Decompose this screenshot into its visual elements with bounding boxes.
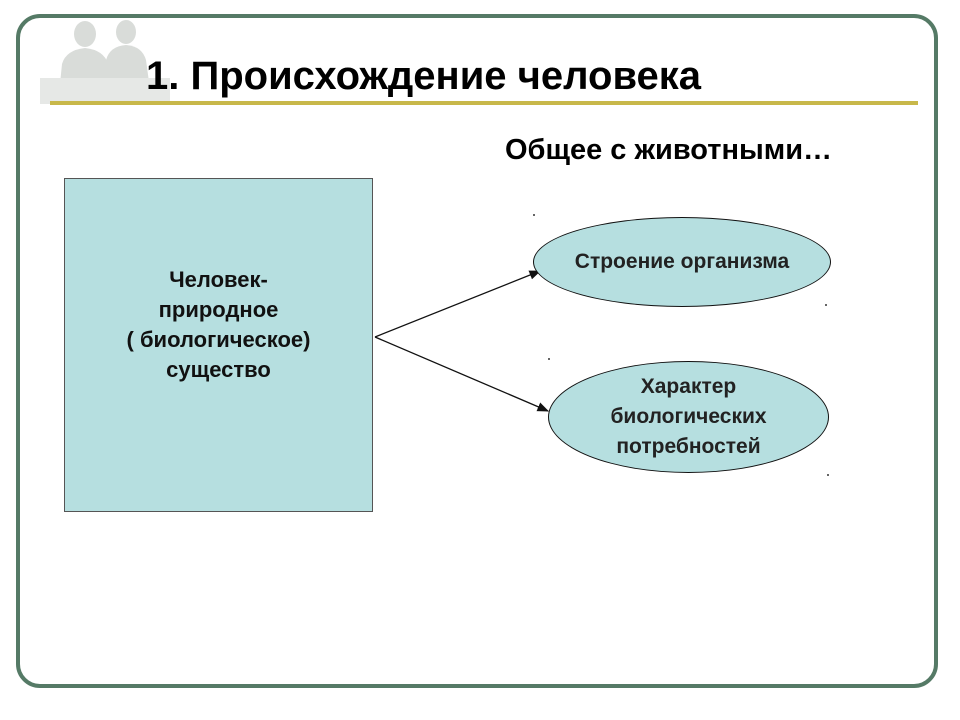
source-box-line: ( биологическое) [126, 327, 311, 352]
slide-title: 1. Происхождение человека [146, 54, 702, 98]
slide-subtitle: Общее с животными… [505, 134, 833, 166]
target-line: потребностей [616, 435, 761, 458]
target-line: Характер [640, 375, 737, 398]
selection-handle [548, 358, 550, 360]
target-ellipse-structure: Строение организма [533, 217, 831, 307]
target-line: биологических [610, 405, 767, 428]
source-box-line: существо [166, 357, 271, 382]
title-underline [50, 101, 918, 105]
people-silhouette-icon [40, 20, 170, 104]
source-box-line: Человек- [169, 267, 268, 292]
selection-handle [827, 474, 829, 476]
source-box-line: природное [158, 297, 279, 322]
source-box: Человек- природное ( биологическое) суще… [64, 178, 373, 512]
selection-handle [533, 214, 535, 216]
source-box-text: Человек- природное ( биологическое) суще… [65, 265, 372, 385]
target-line: Строение организма [574, 250, 790, 273]
target-ellipse-needs: Характер биологических потребностей [548, 361, 829, 473]
selection-handle [825, 304, 827, 306]
